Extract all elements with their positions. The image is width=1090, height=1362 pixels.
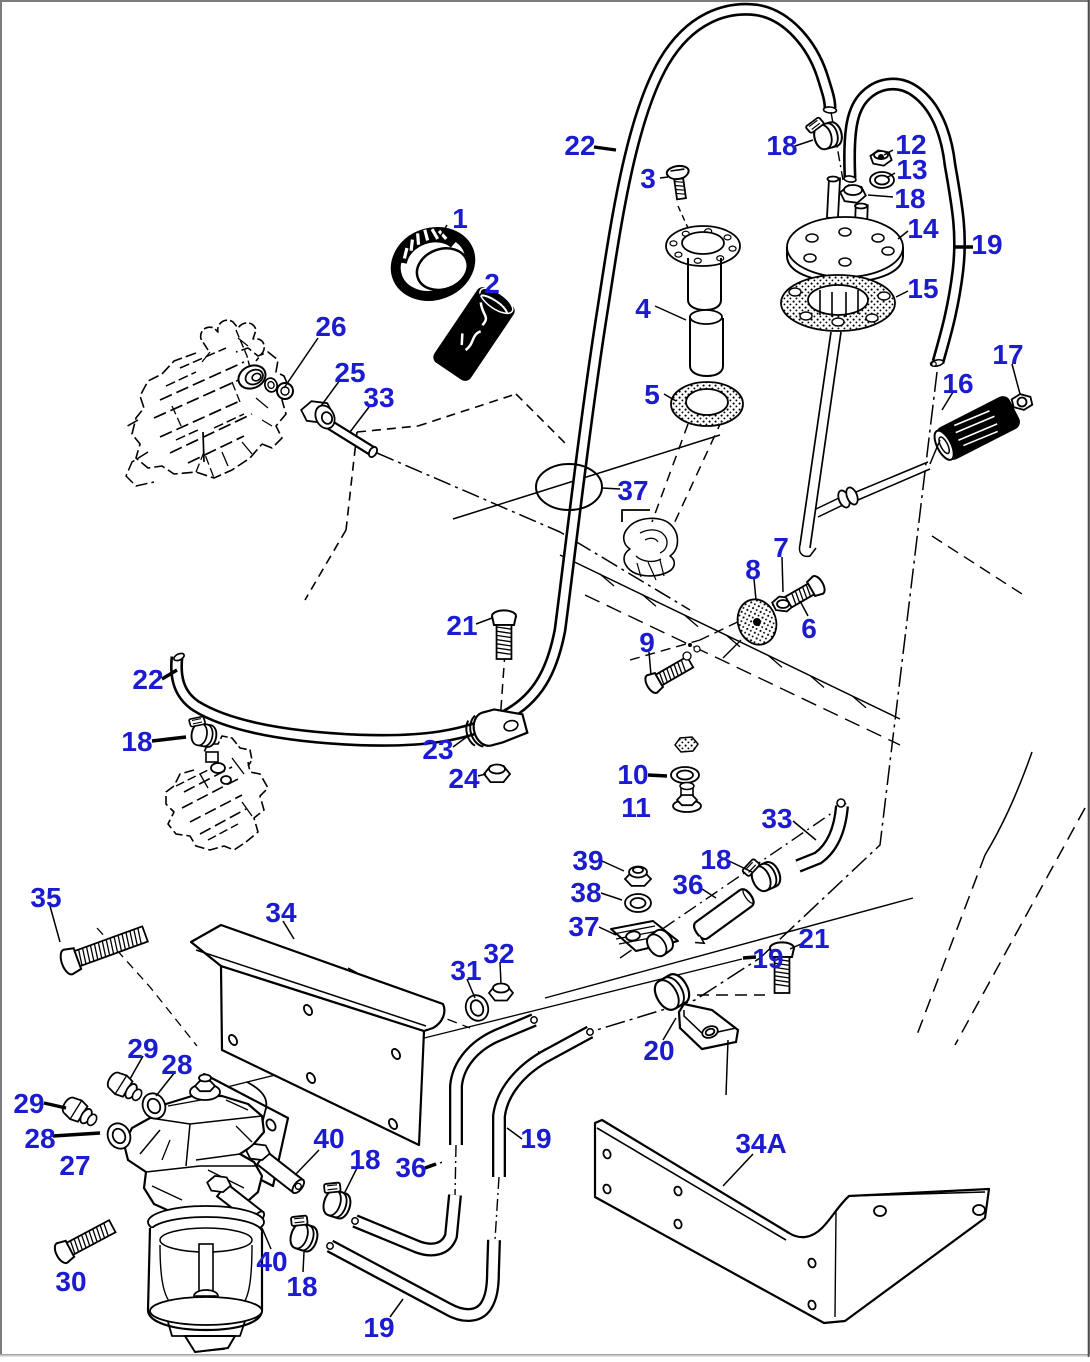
svg-text:30: 30 [55, 1266, 86, 1297]
svg-text:27: 27 [59, 1150, 90, 1181]
svg-text:32: 32 [483, 938, 514, 969]
svg-text:21: 21 [446, 610, 477, 641]
svg-text:37: 37 [568, 911, 599, 942]
svg-text:7: 7 [773, 532, 789, 563]
svg-text:37: 37 [617, 475, 648, 506]
svg-text:26: 26 [315, 311, 346, 342]
svg-text:34A: 34A [735, 1128, 786, 1159]
svg-text:20: 20 [643, 1035, 674, 1066]
svg-text:10: 10 [617, 759, 648, 790]
svg-text:29: 29 [127, 1033, 158, 1064]
svg-text:18: 18 [766, 130, 797, 161]
svg-text:36: 36 [395, 1152, 426, 1183]
svg-text:2: 2 [484, 268, 500, 299]
svg-text:22: 22 [132, 664, 163, 695]
svg-text:40: 40 [256, 1246, 287, 1277]
svg-text:36: 36 [672, 869, 703, 900]
svg-text:8: 8 [745, 554, 761, 585]
svg-text:35: 35 [30, 882, 61, 913]
svg-text:38: 38 [570, 877, 601, 908]
svg-text:28: 28 [161, 1049, 192, 1080]
svg-text:33: 33 [761, 803, 792, 834]
svg-text:16: 16 [942, 368, 973, 399]
svg-text:17: 17 [992, 339, 1023, 370]
svg-text:28: 28 [24, 1123, 55, 1154]
svg-text:31: 31 [450, 955, 481, 986]
svg-text:18: 18 [700, 844, 731, 875]
svg-text:13: 13 [896, 154, 927, 185]
svg-text:22: 22 [564, 130, 595, 161]
svg-text:25: 25 [334, 357, 365, 388]
svg-text:29: 29 [13, 1088, 44, 1119]
svg-text:34: 34 [265, 897, 297, 928]
svg-text:19: 19 [752, 943, 783, 974]
svg-text:1: 1 [452, 203, 468, 234]
svg-text:4: 4 [635, 293, 651, 324]
svg-text:18: 18 [121, 726, 152, 757]
svg-text:19: 19 [520, 1123, 551, 1154]
svg-text:23: 23 [422, 734, 453, 765]
svg-text:9: 9 [639, 627, 655, 658]
svg-text:6: 6 [801, 613, 817, 644]
svg-text:18: 18 [286, 1271, 317, 1302]
svg-text:21: 21 [798, 923, 829, 954]
svg-text:33: 33 [363, 382, 394, 413]
svg-text:24: 24 [448, 763, 480, 794]
svg-text:11: 11 [621, 792, 651, 823]
svg-text:5: 5 [644, 379, 660, 410]
svg-text:12: 12 [895, 129, 926, 160]
svg-text:15: 15 [907, 273, 938, 304]
svg-text:3: 3 [640, 163, 656, 194]
svg-text:19: 19 [971, 229, 1002, 260]
svg-text:18: 18 [349, 1144, 380, 1175]
svg-text:18: 18 [894, 183, 925, 214]
svg-text:39: 39 [572, 845, 603, 876]
svg-text:19: 19 [363, 1312, 394, 1343]
svg-text:40: 40 [313, 1123, 344, 1154]
svg-text:14: 14 [907, 213, 939, 244]
